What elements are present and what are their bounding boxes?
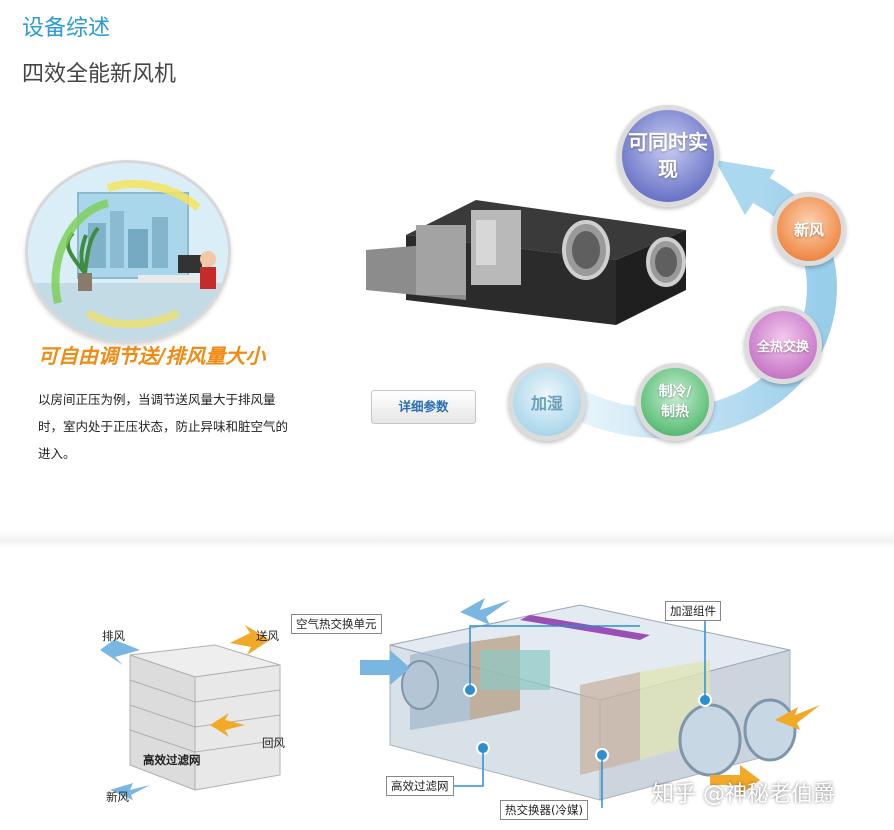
cycle-item-cooling-heating: 制冷/制热 [636,363,714,441]
filter-tag: 高效过滤网 [386,776,454,796]
cycle-item-label: 新风 [793,220,824,239]
heat-exchanger-tag: 热交换器(冷媒) [500,800,588,820]
fresh-air-label: 新风 [106,790,129,804]
filter-stack-graphic [100,625,281,800]
room-illustration-graphic [28,163,228,341]
humidifier-tag: 加湿组件 [665,601,721,621]
section-divider [0,530,894,548]
section-title: 设备综述 [22,16,111,41]
cycle-item-heat-exchange: 全热交换 [744,306,822,384]
cycle-main-bubble: 可同时实现 [617,105,719,207]
cycle-item-label: 全热交换 [756,339,809,355]
detail-params-button[interactable]: 详细参数 [371,390,476,424]
exhaust-air-label: 排风 [102,629,125,643]
feature-description: 以房间正压为例，当调节送风量大于排风量时，室内处于正压状态，防止异味和脏空气的进… [38,392,289,461]
feature-slogan: 可自由调节送/排风量大小 [38,344,266,368]
room-illustration [25,160,231,344]
supply-air-label: 送风 [256,629,279,643]
cutaway-unit-graphic [360,598,820,808]
cycle-item-humidify: 加湿 [508,363,586,441]
air-exchange-unit-tag: 空气热交换单元 [291,614,382,634]
watermark: 知乎 @神秘老伯爵 [652,782,835,807]
product-title: 四效全能新风机 [22,62,177,87]
cycle-item-label: 制冷/制热 [658,384,692,420]
cycle-item-label: 加湿 [530,394,563,413]
return-air-label: 回风 [262,736,285,750]
ventilator-unit-image [366,200,686,325]
filter-stack-label: 高效过滤网 [143,753,201,767]
cycle-item-fresh-air: 新风 [772,192,846,266]
